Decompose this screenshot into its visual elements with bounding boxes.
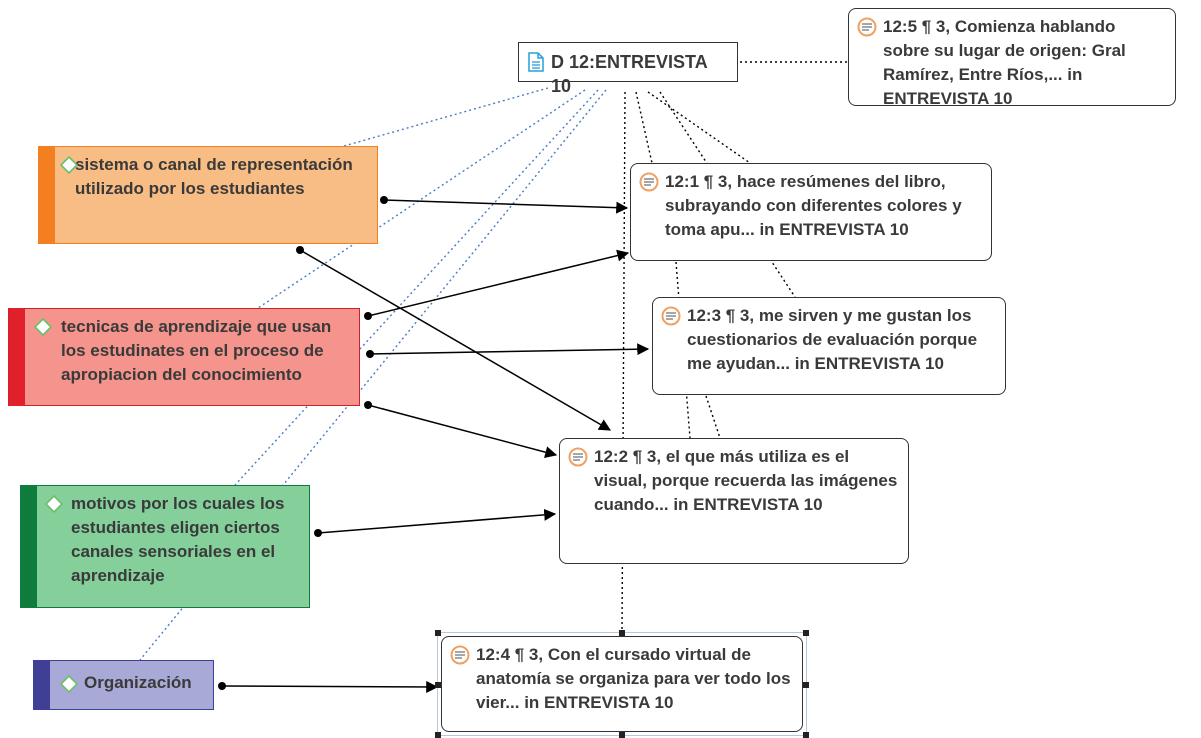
arrow-organizacion-q124 [221, 680, 439, 693]
doc-link-q121 [635, 91, 653, 164]
doc-link-tecnicas [254, 89, 586, 311]
arrow-tecnicas-q123 [369, 343, 650, 356]
doc-link-q123b [705, 395, 721, 439]
code-label: sistema o canal de representación utiliz… [75, 155, 353, 198]
doc-link-q123 [659, 91, 796, 298]
quotation-icon [661, 306, 681, 326]
code-diamond-icon [45, 495, 63, 513]
code-diamond-icon [60, 675, 78, 693]
quotation-icon [450, 645, 470, 665]
doc-link-q121c [647, 91, 751, 164]
quotation-node-12-1[interactable]: 12:1 ¶ 3, hace resúmenes del libro, subr… [630, 163, 992, 261]
arrow-tecnicas-q121 [367, 249, 630, 317]
code-color-bar [34, 660, 50, 710]
quotation-icon [857, 17, 877, 37]
document-icon [528, 52, 544, 72]
code-node-tecnicas[interactable]: tecnicas de aprendizaje que usan los est… [8, 308, 360, 406]
code-label: motivos por los cuales los estudiantes e… [71, 494, 285, 585]
quotation-node-12-5[interactable]: 12:5 ¶ 3, Comienza hablando sobre su lug… [848, 8, 1176, 108]
quotation-text: 12:5 ¶ 3, Comienza hablando sobre su lug… [883, 17, 1126, 108]
quotation-node-12-2[interactable]: 12:2 ¶ 3, el que más utiliza es el visua… [559, 438, 909, 564]
document-label: D 12:ENTREVISTA 10 [551, 52, 708, 96]
arrow-sistema-q122 [299, 249, 612, 431]
arrow-tecnicas-q122 [367, 404, 558, 459]
quotation-icon [639, 172, 659, 192]
quotation-text: 12:1 ¶ 3, hace resúmenes del libro, subr… [665, 172, 962, 239]
selection-frame [435, 630, 809, 738]
code-node-organizacion[interactable]: Organización [33, 660, 214, 710]
quotation-icon [568, 447, 588, 467]
doc-link-sistema [329, 87, 549, 151]
code-color-bar [21, 485, 37, 608]
quotation-node-12-4[interactable]: 12:4 ¶ 3, Con el cursado virtual de anat… [441, 636, 803, 732]
arrow-motivos-q122 [317, 508, 557, 534]
code-node-sistema[interactable]: sistema o canal de representación utiliz… [38, 146, 378, 244]
quotation-node-12-3[interactable]: 12:3 ¶ 3, me sirven y me gustan los cues… [652, 297, 1006, 395]
quotation-text: 12:3 ¶ 3, me sirven y me gustan los cues… [687, 306, 978, 373]
quotation-text: 12:4 ¶ 3, Con el cursado virtual de anat… [476, 645, 791, 712]
arrow-sistema-q121 [383, 199, 629, 214]
code-color-bar [9, 308, 25, 406]
code-diamond-icon [60, 156, 78, 174]
code-label: tecnicas de aprendizaje que usan los est… [61, 317, 332, 384]
document-node[interactable]: D 12:ENTREVISTA 10 [518, 42, 738, 96]
quotation-text: 12:2 ¶ 3, el que más utiliza es el visua… [594, 447, 898, 514]
code-color-bar [39, 146, 55, 244]
code-diamond-icon [34, 318, 52, 336]
code-label: Organización [84, 673, 192, 692]
code-node-motivos[interactable]: motivos por los cuales los estudiantes e… [20, 485, 310, 608]
